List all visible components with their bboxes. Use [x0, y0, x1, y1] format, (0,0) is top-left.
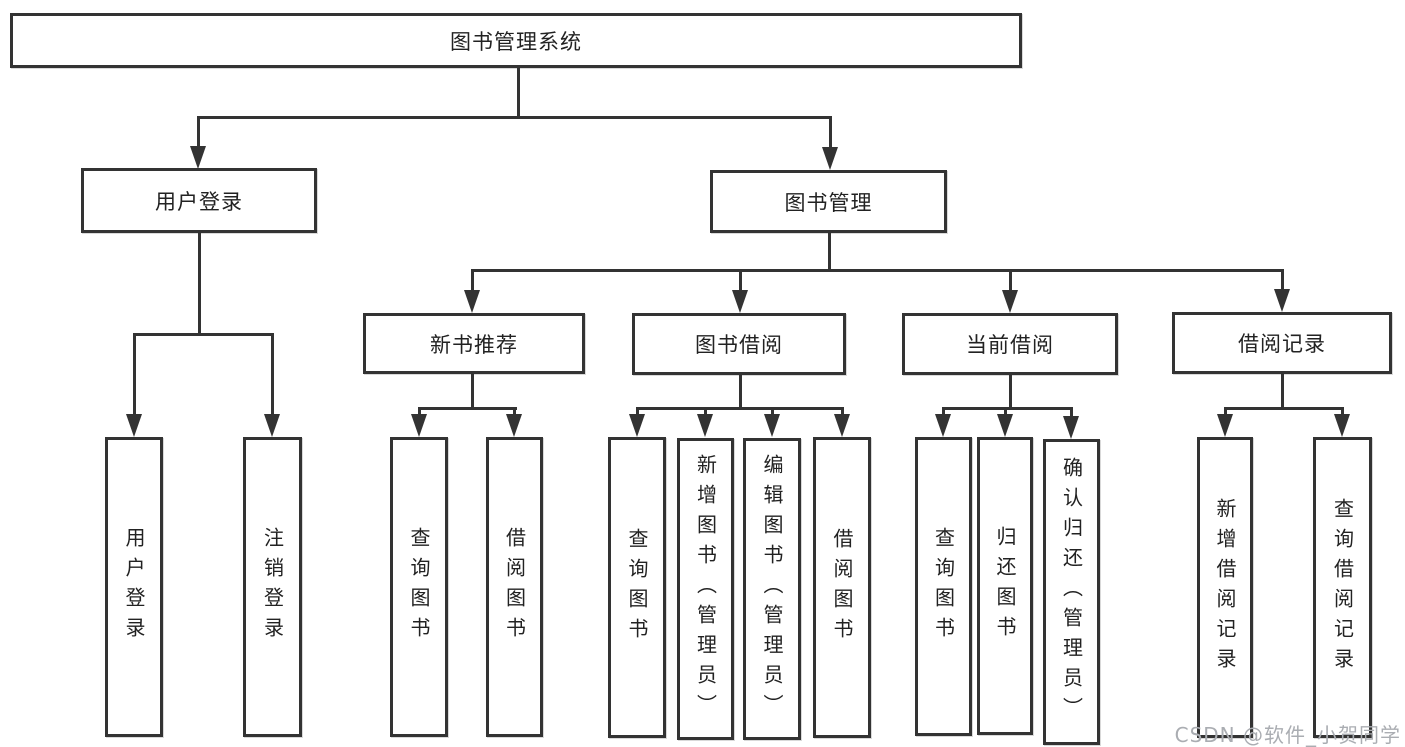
connector-line [829, 116, 832, 148]
connector-line [133, 333, 136, 414]
connector-line [1341, 407, 1344, 416]
connector-line [133, 333, 274, 336]
connector-line [1281, 374, 1284, 410]
arrowhead-down-icon [997, 414, 1013, 437]
node-leaf-query-borrow-record: 查询借阅记录 [1313, 437, 1372, 738]
connector-line [418, 407, 421, 416]
arrowhead-down-icon [190, 146, 206, 169]
arrowhead-down-icon [126, 414, 142, 437]
node-leaf-add-borrow-record: 新增借阅记录 [1197, 437, 1253, 738]
leaf-label: 用户登录 [122, 527, 146, 647]
connector-line [771, 407, 774, 416]
leaf-label: 借阅图书 [830, 527, 854, 648]
node-leaf-user-login: 用户登录 [105, 437, 163, 737]
arrowhead-down-icon [732, 290, 748, 313]
arrowhead-down-icon [1217, 414, 1233, 437]
node-borrow-records-label: 借阅记录 [1238, 332, 1326, 356]
connector-line [513, 407, 516, 416]
node-new-book-recommend: 新书推荐 [363, 313, 585, 374]
node-user-login-label: 用户登录 [155, 189, 243, 214]
connector-line [828, 233, 831, 272]
connector-line [1070, 407, 1073, 416]
connector-line [1004, 407, 1007, 416]
leaf-label: 编辑图书（管理员） [760, 454, 784, 724]
leaf-label: 注销登录 [260, 527, 285, 647]
node-book-management-label: 图书管理 [784, 190, 873, 215]
arrowhead-down-icon [1002, 290, 1018, 313]
connector-line [942, 407, 1073, 410]
connector-line [636, 407, 844, 410]
leaf-label: 归还图书 [993, 526, 1017, 646]
node-leaf-query-books-1: 查询图书 [390, 437, 448, 737]
connector-line [704, 407, 707, 416]
connector-line [739, 269, 742, 292]
node-leaf-return-books: 归还图书 [977, 437, 1033, 735]
leaf-label: 查询图书 [407, 527, 431, 647]
connector-line [739, 375, 742, 410]
arrowhead-down-icon [697, 414, 713, 437]
connector-line [1224, 407, 1227, 416]
leaf-label: 查询图书 [625, 527, 649, 648]
connector-line [471, 374, 474, 410]
node-root-label: 图书管理系统 [450, 29, 582, 54]
node-leaf-borrow-books-2: 借阅图书 [813, 437, 871, 738]
node-current-borrow: 当前借阅 [902, 313, 1118, 375]
connector-line [1281, 269, 1284, 292]
arrowhead-down-icon [464, 290, 480, 313]
leaf-label: 查询借阅记录 [1330, 497, 1355, 678]
connector-line [197, 116, 832, 119]
node-leaf-borrow-books-1: 借阅图书 [486, 437, 543, 737]
arrowhead-down-icon [1274, 289, 1290, 312]
connector-line [418, 407, 517, 410]
connector-line [1224, 407, 1344, 410]
leaf-label: 新增图书（管理员） [693, 454, 718, 724]
node-borrow-records: 借阅记录 [1172, 312, 1392, 374]
connector-line [1009, 269, 1012, 292]
connector-line [841, 407, 844, 416]
node-leaf-confirm-return-admin: 确认归还（管理员） [1043, 439, 1100, 745]
connector-line [636, 407, 639, 416]
leaf-label: 确认归还（管理员） [1059, 457, 1084, 727]
node-user-login-branch: 用户登录 [81, 168, 317, 233]
node-leaf-query-books-3: 查询图书 [915, 437, 972, 736]
node-leaf-edit-books-admin: 编辑图书（管理员） [743, 438, 801, 740]
connector-line [271, 333, 274, 414]
connector-line [1009, 375, 1012, 410]
connector-line [197, 116, 200, 148]
node-leaf-query-books-2: 查询图书 [608, 437, 666, 738]
connector-line [942, 407, 945, 416]
node-new-book-recommend-label: 新书推荐 [430, 332, 518, 357]
connector-line [198, 233, 201, 336]
node-book-borrow: 图书借阅 [632, 313, 846, 375]
connector-line [471, 269, 474, 292]
csdn-watermark: CSDN @软件_小贺同学 [1174, 723, 1401, 747]
node-leaf-logout: 注销登录 [243, 437, 302, 737]
arrowhead-down-icon [1334, 414, 1350, 437]
arrowhead-down-icon [822, 147, 838, 170]
connector-line [471, 269, 1284, 272]
leaf-label: 新增借阅记录 [1213, 497, 1237, 678]
arrowhead-down-icon [764, 414, 780, 437]
leaf-label: 借阅图书 [502, 527, 527, 647]
arrowhead-down-icon [935, 414, 951, 437]
leaf-label: 查询图书 [931, 526, 956, 647]
node-current-borrow-label: 当前借阅 [966, 333, 1054, 357]
arrowhead-down-icon [264, 414, 280, 437]
arrowhead-down-icon [834, 414, 850, 437]
node-book-borrow-label: 图书借阅 [695, 333, 783, 357]
arrowhead-down-icon [411, 414, 427, 437]
arrowhead-down-icon [1063, 416, 1079, 439]
connector-line [517, 68, 520, 119]
node-root: 图书管理系统 [10, 13, 1022, 68]
arrowhead-down-icon [629, 414, 645, 437]
arrowhead-down-icon [506, 414, 522, 437]
node-leaf-add-books-admin: 新增图书（管理员） [677, 438, 734, 740]
node-book-management: 图书管理 [710, 170, 947, 233]
